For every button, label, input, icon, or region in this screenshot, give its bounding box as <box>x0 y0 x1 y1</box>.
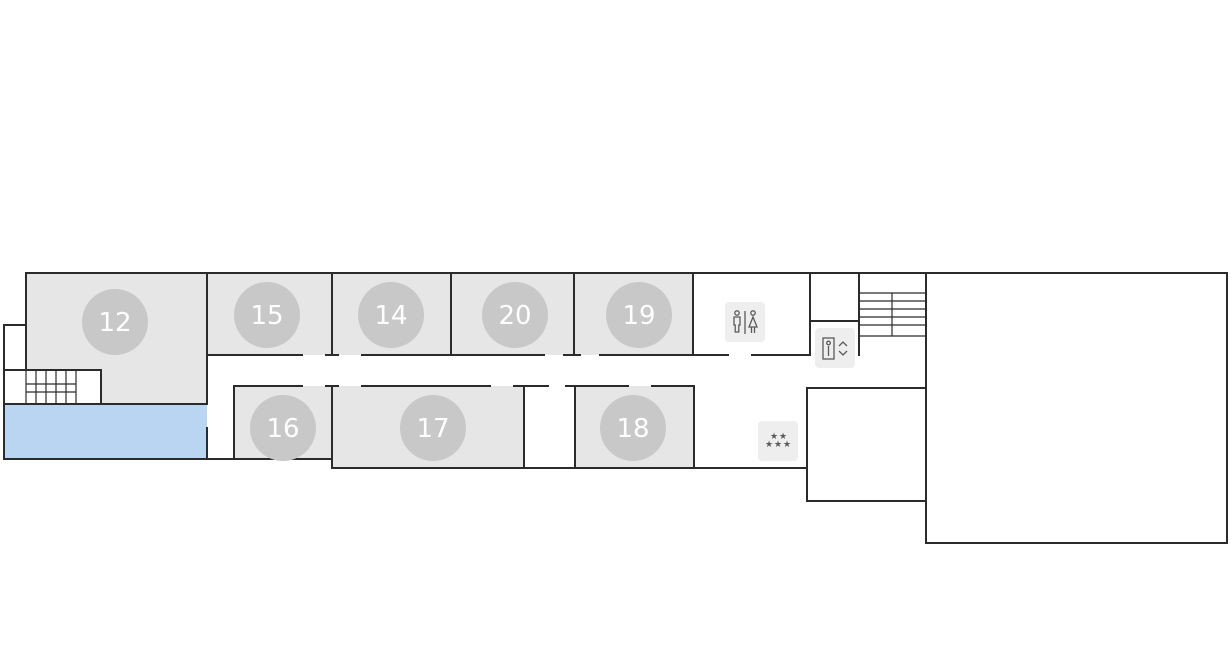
room-badge-17[interactable]: 17 <box>400 395 466 461</box>
room-label-17: 17 <box>416 414 449 444</box>
stairs-east <box>859 292 926 337</box>
walls <box>3 272 1228 544</box>
room-badge-14[interactable]: 14 <box>358 282 424 348</box>
svg-text:★: ★ <box>765 440 773 450</box>
room-badge-15[interactable]: 15 <box>234 282 300 348</box>
room-badge-19[interactable]: 19 <box>606 282 672 348</box>
stars-icon[interactable]: ★ ★ ★ ★ ★ <box>758 421 798 461</box>
room-label-18: 18 <box>616 414 649 444</box>
room-label-14: 14 <box>374 301 407 331</box>
room-badge-12[interactable]: 12 <box>82 289 148 355</box>
room-label-12: 12 <box>98 308 131 338</box>
stairs-west <box>25 370 77 404</box>
room-badge-20[interactable]: 20 <box>482 282 548 348</box>
room-label-16: 16 <box>266 414 299 444</box>
room-label-15: 15 <box>250 301 283 331</box>
room-badge-16[interactable]: 16 <box>250 395 316 461</box>
svg-text:★: ★ <box>779 432 787 442</box>
svg-text:★: ★ <box>770 432 778 442</box>
room-badge-18[interactable]: 18 <box>600 395 666 461</box>
svg-text:★: ★ <box>774 440 782 450</box>
elevator-icon[interactable] <box>815 328 855 368</box>
restroom-icon[interactable] <box>725 302 765 342</box>
room-label-19: 19 <box>622 301 655 331</box>
svg-text:★: ★ <box>783 440 791 450</box>
room-label-20: 20 <box>498 301 531 331</box>
highlighted-zone[interactable] <box>4 404 207 459</box>
